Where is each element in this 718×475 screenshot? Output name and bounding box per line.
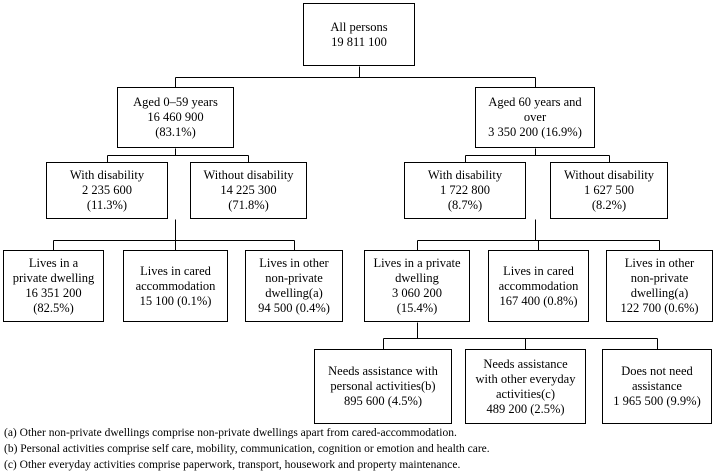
node-text-line: over: [523, 110, 547, 124]
footnote-b: (b) Personal activities comprise self ca…: [4, 443, 490, 455]
node-text-line: 489 200 (2.5%): [486, 401, 565, 416]
node-text-line: activities(c): [496, 386, 555, 401]
node-text-line: assistance: [632, 379, 682, 393]
node-text-line: 3 350 200 (16.9%): [488, 125, 582, 139]
node-text-line: Needs assistance: [483, 356, 568, 371]
node-text-line: Lives in other: [624, 256, 695, 270]
node-text-line: Without disability: [203, 168, 294, 182]
node-text-line: Aged 0–59 years: [133, 95, 218, 109]
node-text-line: (82.5%): [33, 301, 74, 315]
node-text-line: with other everyday: [475, 371, 576, 386]
node-text-line: 3 060 200: [392, 286, 442, 300]
node-text-line: (15.4%): [396, 301, 438, 315]
node-text-line: 895 600 (4.5%): [343, 394, 423, 408]
node-text-line: private dwelling: [12, 271, 95, 285]
node-text-line: non-private: [265, 271, 323, 285]
node-text-line: 15 100 (0.1%): [139, 293, 212, 308]
node-text-line: Does not need: [621, 364, 693, 378]
node-text-line: 14 225 300: [220, 183, 277, 197]
node-text-line: (11.3%): [86, 198, 128, 212]
node-text-line: Lives in other: [259, 256, 329, 270]
node-text-line: dwelling: [395, 271, 439, 285]
node-text-line: dwelling(a): [265, 286, 323, 300]
node-text-line: Lives in cared: [140, 263, 211, 278]
node-text-line: (83.1%): [155, 125, 196, 139]
node-text-line: accommodation: [135, 278, 216, 293]
node-text-line: 122 700 (0.6%): [620, 301, 699, 315]
node-text-line: (8.2%): [591, 198, 627, 212]
node-text-line: 1 722 800: [440, 183, 490, 197]
node-text-line: non-private: [630, 271, 689, 285]
node-text-line: (8.7%): [447, 198, 483, 212]
node-text-line: With disability: [69, 168, 145, 182]
node-text-line: Lives in a private: [373, 256, 461, 270]
node-text-line: Lives in a: [28, 256, 79, 270]
node-text-line: 16 460 900: [147, 110, 204, 124]
node-text-line: 16 351 200: [25, 286, 82, 300]
node-text-line: (71.8%): [228, 198, 269, 212]
node-text-line: Without disability: [563, 168, 655, 182]
node-text-line: 94 500 (0.4%): [258, 301, 330, 315]
footnote-c: (c) Other everyday activities comprise p…: [4, 459, 461, 471]
node-text-line: 2 235 600: [82, 183, 132, 197]
node-text-line: 19 811 100: [331, 34, 387, 49]
node-text-line: accommodation: [498, 278, 579, 293]
node-text-line: Lives in cared: [503, 263, 574, 278]
footnote-a: (a) Other non-private dwellings comprise…: [4, 427, 457, 439]
node-text-line: Needs assistance with: [328, 364, 438, 378]
node-text-line: 1 965 500 (9.9%): [613, 394, 701, 408]
node-text-line: personal activities(b): [330, 379, 436, 393]
node-text-line: With disability: [427, 168, 503, 182]
node-text-line: 1 627 500: [584, 183, 634, 197]
node-text-line: dwelling(a): [630, 286, 689, 300]
node-text-line: 167 400 (0.8%): [499, 293, 578, 308]
node-text-line: All persons: [330, 19, 388, 34]
node-text-line: Aged 60 years and: [488, 95, 582, 109]
